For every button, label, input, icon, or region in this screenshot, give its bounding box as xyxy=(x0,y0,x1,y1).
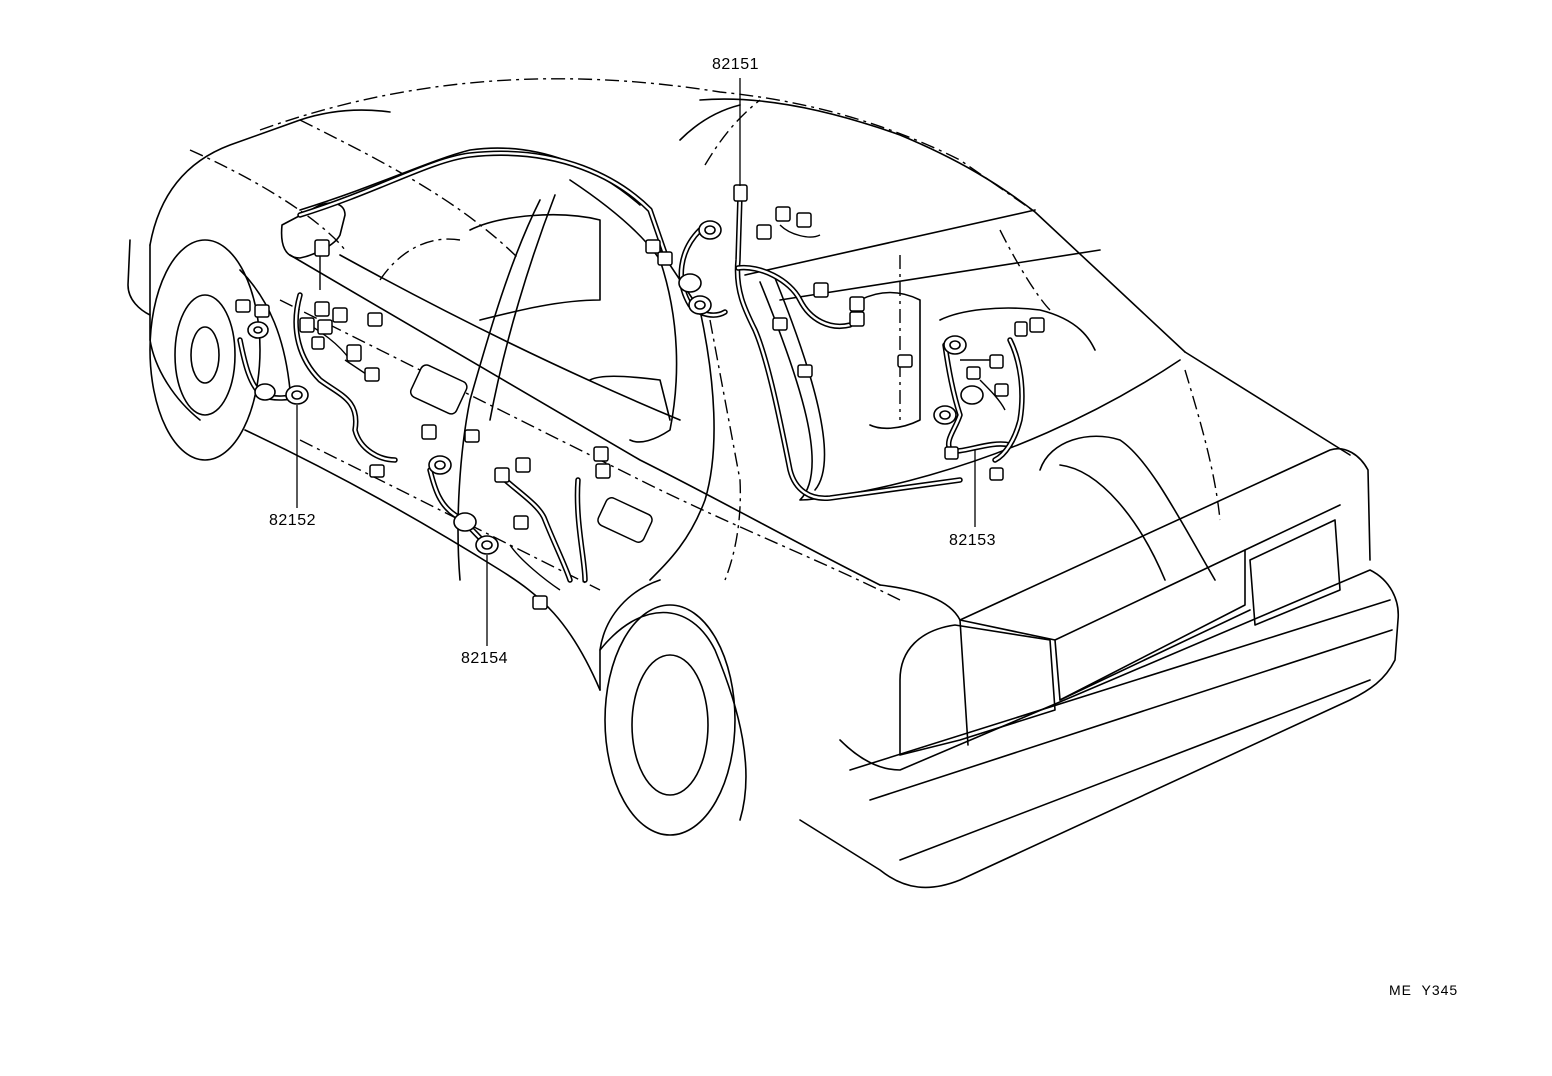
leader-lines xyxy=(296,78,976,646)
callout-82154: 82154 xyxy=(461,650,508,667)
callout-82151: 82151 xyxy=(712,56,759,73)
grommet xyxy=(453,512,477,532)
connector xyxy=(657,251,673,266)
grommet xyxy=(254,383,276,401)
connector xyxy=(421,424,437,440)
connector xyxy=(299,317,315,333)
connector xyxy=(897,354,913,368)
connector xyxy=(595,463,611,479)
connector xyxy=(989,467,1004,481)
connector xyxy=(346,344,362,362)
connector xyxy=(317,319,333,335)
connector xyxy=(989,354,1004,369)
grommet xyxy=(678,273,702,293)
connector xyxy=(314,239,330,257)
callout-82153: 82153 xyxy=(949,532,996,549)
connector xyxy=(369,464,385,478)
connector xyxy=(849,311,865,327)
front-door-harness xyxy=(237,250,398,463)
roof-harness xyxy=(297,150,963,501)
connector xyxy=(593,446,609,462)
rear-harness xyxy=(942,337,1025,463)
connector xyxy=(364,367,380,382)
connector xyxy=(1029,317,1045,333)
connector xyxy=(775,206,791,222)
connector xyxy=(966,366,981,380)
connector xyxy=(494,467,510,483)
connector xyxy=(464,429,480,443)
connector xyxy=(733,184,748,202)
drawing-code: ME Y345 xyxy=(1389,982,1459,998)
connector xyxy=(254,304,270,318)
connector xyxy=(532,595,548,610)
connector xyxy=(1014,321,1028,337)
connector xyxy=(311,336,325,350)
connectors xyxy=(235,184,1045,610)
connector xyxy=(515,457,531,473)
connector xyxy=(332,307,348,323)
callout-82152: 82152 xyxy=(269,512,316,529)
connector xyxy=(367,312,383,327)
car-body xyxy=(127,78,1400,889)
connector xyxy=(797,364,813,378)
grommet xyxy=(960,385,984,405)
connector xyxy=(849,296,865,312)
connector xyxy=(513,515,529,530)
connector xyxy=(813,282,829,298)
grommets xyxy=(247,220,984,555)
door-panel-cutout xyxy=(409,364,468,415)
connector xyxy=(994,383,1009,397)
door-panel-cutout xyxy=(597,497,653,543)
connector xyxy=(314,301,330,317)
connector xyxy=(944,446,959,460)
connector xyxy=(796,212,812,228)
rear-door-harness xyxy=(427,467,588,591)
connector xyxy=(235,299,251,313)
connector xyxy=(756,224,772,240)
connector xyxy=(772,317,788,331)
connector xyxy=(645,239,661,254)
